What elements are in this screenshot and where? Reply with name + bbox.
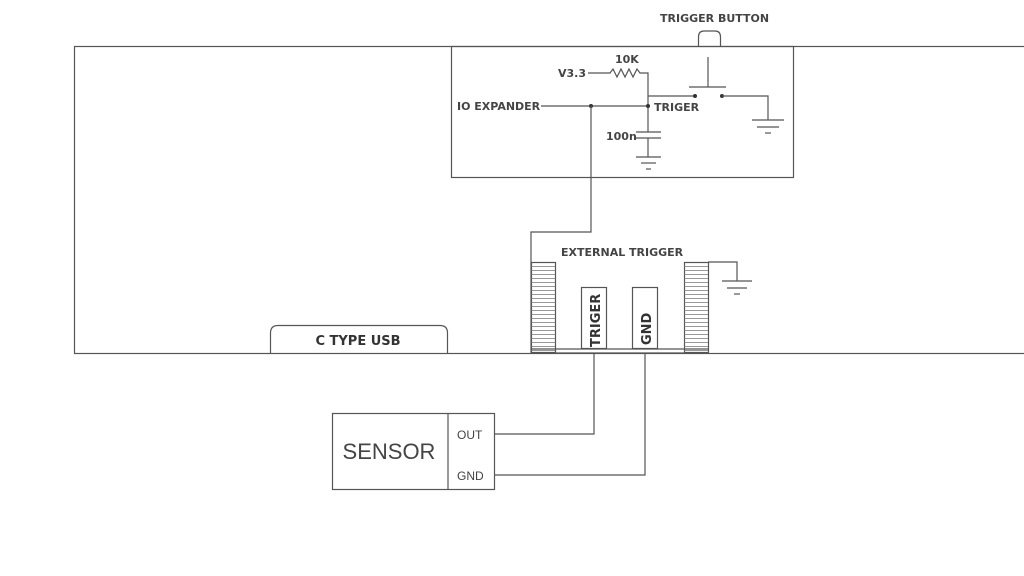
resistor-label: 10K [615, 53, 639, 66]
capacitor-label: 100n [606, 130, 637, 143]
ground-icon [722, 280, 752, 295]
usb-port [269, 324, 449, 353]
ground-icon [636, 156, 661, 170]
resistor-icon [588, 67, 649, 132]
sensor-gnd-label: GND [457, 469, 484, 483]
usb-label: C TYPE USB [315, 334, 400, 349]
external-trigger-connector [530, 261, 710, 354]
capacitor-icon [636, 131, 661, 157]
io-expander-label: IO EXPANDER [457, 100, 541, 113]
external-trigger-label: EXTERNAL TRIGGER [561, 246, 684, 259]
trigger-circuit-box [450, 45, 795, 179]
pin-gnd-label: GND [640, 312, 655, 345]
sensor-out-label: OUT [457, 428, 483, 442]
trigger-node-label: TRIGER [654, 101, 700, 114]
pin-trigger-label: TRIGER [589, 294, 604, 347]
supply-label: V3.3 [558, 67, 586, 80]
trigger-button-cap [697, 30, 722, 46]
push-button-switch [648, 57, 769, 120]
main-board [73, 45, 1024, 355]
trigger-button-label: TRIGGER BUTTON [660, 12, 769, 25]
sensor-box [331, 412, 496, 491]
ground-icon [752, 119, 784, 134]
sensor-label: SENSOR [343, 439, 436, 464]
